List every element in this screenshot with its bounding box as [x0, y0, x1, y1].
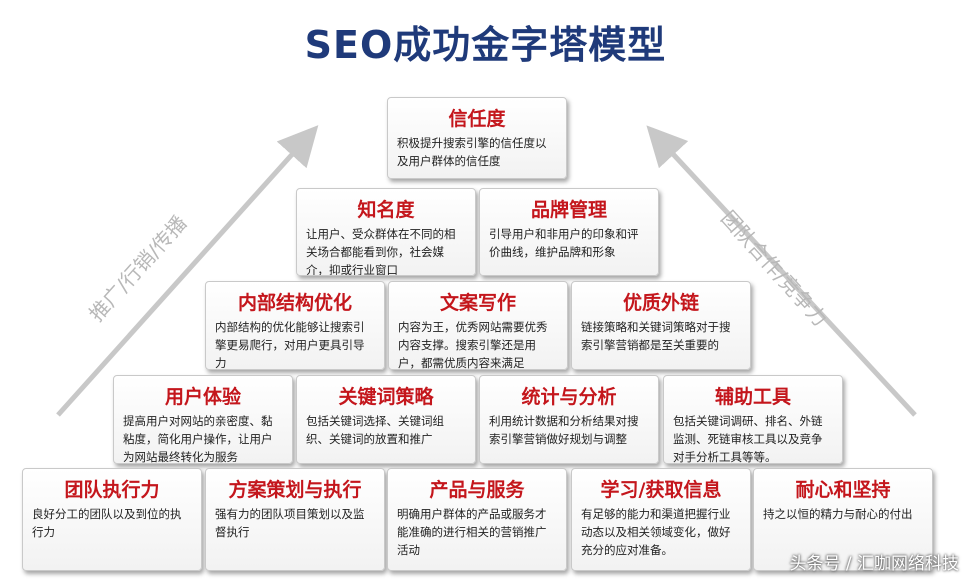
- block-description: 包括关键词调研、排名、外链监测、死链审核工具以及竞争对手分析工具等等。: [673, 414, 823, 464]
- pyramid-block: 方案策划与执行强有力的团队项目策划以及监督执行: [205, 468, 385, 571]
- pyramid-block: 文案写作内容为王，优秀网站需要优秀内容支撑。搜索引擎还是用户，都需优质内容来满足: [388, 281, 568, 370]
- pyramid-block: 辅助工具包括关键词调研、排名、外链监测、死链审核工具以及竞争对手分析工具等等。: [663, 375, 843, 464]
- pyramid-block: 关键词策略包括关键词选择、关键词组织、关键词的放置和推广: [296, 375, 476, 464]
- block-title: 文案写作: [439, 292, 516, 314]
- block-title: 方案策划与执行: [228, 479, 362, 501]
- right-arrow: [646, 125, 917, 417]
- block-description: 有足够的能力和渠道把握行业动态以及相关领域变化，做好充分的应对准备。: [581, 507, 731, 557]
- pyramid-block: 耐心和坚持持之以恒的精力与耐心的付出: [753, 468, 933, 571]
- block-description: 良好分工的团队以及到位的执行力: [32, 507, 182, 539]
- block-description: 积极提升搜索引擎的信任度以及用户群体的信任度: [397, 136, 547, 168]
- block-description: 提高用户对网站的亲密度、黏粘度，简化用户操作，让用户为网站最终转化为服务: [123, 414, 273, 464]
- block-title: 优质外链: [622, 292, 699, 314]
- block-description: 包括关键词选择、关键词组织、关键词的放置和推广: [306, 414, 444, 446]
- pyramid-block: 品牌管理引导用户和非用户的印象和评价曲线，维护品牌和形象: [479, 188, 659, 276]
- page-title: SEO成功金字塔模型: [304, 23, 667, 67]
- left-arrow: [56, 125, 319, 417]
- block-description: 利用统计数据和分析结果对搜索引擎营销做好规划与调整: [489, 414, 639, 446]
- block-title: 统计与分析: [521, 386, 617, 408]
- watermark: 头条号 / 汇咖网络科技: [789, 554, 959, 574]
- block-description: 内容为王，优秀网站需要优秀内容支撑。搜索引擎还是用户，都需优质内容来满足: [398, 320, 548, 370]
- block-description: 让用户、受众群体在不同的相关场合都能看到你，社会媒介，抑或行业窗口: [306, 227, 456, 276]
- block-title: 耐心和坚持: [795, 479, 891, 501]
- block-title: 知名度: [357, 199, 415, 221]
- block-description: 引导用户和非用户的印象和评价曲线，维护品牌和形象: [489, 227, 639, 259]
- pyramid-block: 团队执行力良好分工的团队以及到位的执行力: [22, 468, 202, 571]
- pyramid-block: 学习/获取信息有足够的能力和渠道把握行业动态以及相关领域变化，做好充分的应对准备…: [571, 468, 751, 571]
- block-title: 辅助工具: [714, 386, 791, 408]
- block-title: 产品与服务: [429, 479, 525, 501]
- block-title: 内部结构优化: [237, 292, 352, 314]
- block-title: 用户体验: [164, 386, 241, 408]
- block-title: 关键词策略: [338, 386, 434, 408]
- block-description: 强有力的团队项目策划以及监督执行: [215, 507, 365, 539]
- pyramid-block: 知名度让用户、受众群体在不同的相关场合都能看到你，社会媒介，抑或行业窗口: [296, 188, 476, 276]
- pyramid-block: 优质外链链接策略和关键词策略对于搜索引擎营销都是至关重要的: [571, 281, 751, 370]
- block-title: 团队执行力: [64, 479, 160, 501]
- pyramid-block: 产品与服务明确用户群体的产品或服务才能准确的进行相关的营销推广活动: [387, 468, 567, 571]
- block-description: 内部结构的优化能够让搜索引擎更易爬行，对用户更具引导力: [215, 320, 365, 370]
- pyramid-block: 用户体验提高用户对网站的亲密度、黏粘度，简化用户操作，让用户为网站最终转化为服务: [113, 375, 293, 464]
- pyramid-block: 信任度积极提升搜索引擎的信任度以及用户群体的信任度: [387, 97, 567, 179]
- block-title: 学习/获取信息: [600, 479, 722, 501]
- block-description: 持之以恒的精力与耐心的付出: [763, 507, 913, 521]
- pyramid-block: 统计与分析利用统计数据和分析结果对搜索引擎营销做好规划与调整: [479, 375, 659, 464]
- block-description: 明确用户群体的产品或服务才能准确的进行相关的营销推广活动: [397, 507, 547, 557]
- block-title: 品牌管理: [530, 199, 607, 221]
- block-description: 链接策略和关键词策略对于搜索引擎营销都是至关重要的: [581, 320, 731, 352]
- pyramid-block: 内部结构优化内部结构的优化能够让搜索引擎更易爬行，对用户更具引导力: [205, 281, 385, 370]
- block-title: 信任度: [448, 108, 506, 130]
